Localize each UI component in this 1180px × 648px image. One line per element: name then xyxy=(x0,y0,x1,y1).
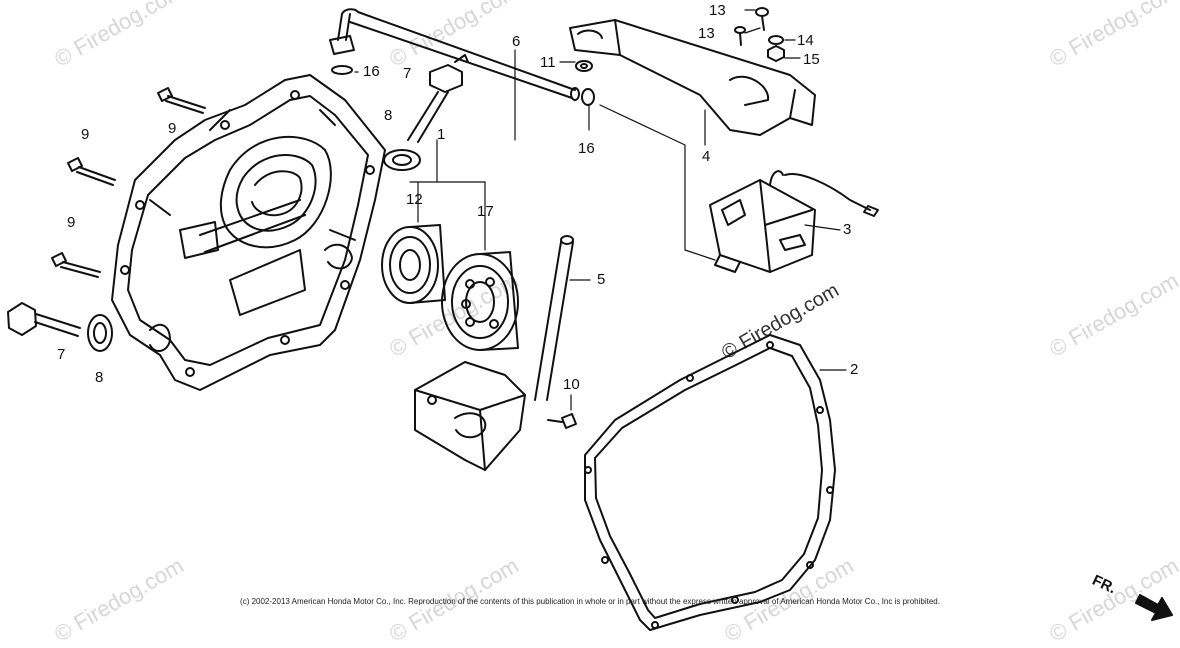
drain-plug-left xyxy=(7,302,81,337)
callout-4: 4 xyxy=(702,148,711,165)
crankcase-cover xyxy=(111,74,386,391)
callout-13-middle: 13 xyxy=(698,25,715,42)
washer-left xyxy=(87,314,113,352)
nut-15 xyxy=(767,45,785,62)
copyright-notice: (c) 2002-2013 American Honda Motor Co., … xyxy=(240,597,940,606)
callout-16-right: 16 xyxy=(578,140,595,157)
callout-3: 3 xyxy=(843,221,852,238)
bracket-4 xyxy=(569,19,816,136)
callout-7-top: 7 xyxy=(403,65,412,82)
callout-12: 12 xyxy=(406,191,423,208)
callout-6: 6 xyxy=(512,33,521,50)
leader-lines xyxy=(354,9,847,411)
washer-14 xyxy=(768,35,784,45)
oil-tray xyxy=(414,361,526,471)
washer-top xyxy=(383,149,421,171)
bearing-17 xyxy=(441,251,519,351)
callout-9-middle: 9 xyxy=(81,126,90,143)
callout-14: 14 xyxy=(797,32,814,49)
callout-8-left: 8 xyxy=(95,369,104,386)
callout-13-top: 13 xyxy=(709,2,726,19)
bolt-9-middle xyxy=(67,157,116,186)
nut-11 xyxy=(575,60,593,72)
gasket-2 xyxy=(584,334,836,631)
callout-16-top: 16 xyxy=(363,63,380,80)
breather-tube xyxy=(329,8,580,101)
callout-15: 15 xyxy=(803,51,820,68)
bolt-9-lower xyxy=(51,252,101,278)
callout-9-top: 9 xyxy=(168,120,177,137)
screw-13-top xyxy=(755,7,769,31)
screw-13-middle xyxy=(734,26,746,46)
clip-16-right xyxy=(581,88,595,106)
bolt-9-top xyxy=(157,87,206,114)
callout-17: 17 xyxy=(477,203,494,220)
callout-9-lower: 9 xyxy=(67,214,76,231)
callout-7-left: 7 xyxy=(57,346,66,363)
clip-16-top xyxy=(331,65,353,75)
callout-8-top: 8 xyxy=(384,107,393,124)
bearing-12 xyxy=(381,224,446,304)
callout-1: 1 xyxy=(437,126,446,143)
oil-tube-5 xyxy=(534,235,574,401)
callout-2: 2 xyxy=(850,361,859,378)
callout-11: 11 xyxy=(540,54,556,71)
callout-10: 10 xyxy=(563,376,580,393)
callout-5: 5 xyxy=(597,271,606,288)
oil-level-switch xyxy=(709,170,879,273)
bolt-10 xyxy=(547,413,577,429)
front-arrow-icon xyxy=(1135,594,1173,621)
